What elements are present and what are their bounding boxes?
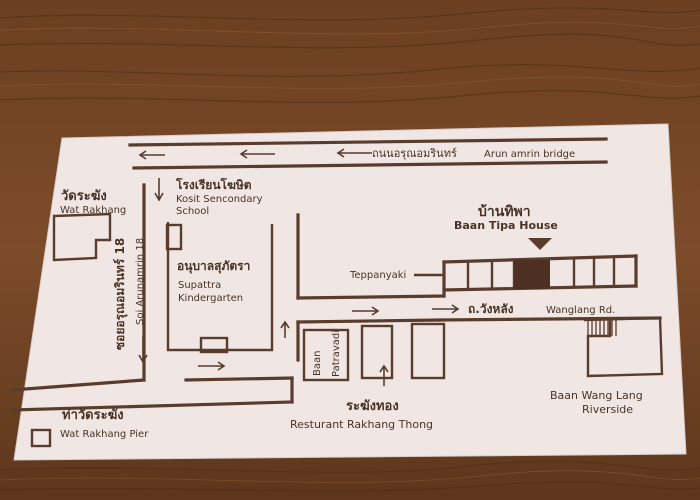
kindergarten-label-thai: อนุบาลสุภัตรา — [177, 259, 250, 274]
road-label-thai: ถ.วังหลัง — [468, 302, 514, 316]
shop-block — [410, 322, 446, 380]
riverside-hatch — [587, 320, 617, 336]
house-label-thai: บ้านทิพา — [478, 204, 531, 220]
pier-block — [30, 428, 52, 448]
soi-label-en: Soi Arunamrin 18 — [135, 238, 146, 325]
patravadi-label-2: Patravadi — [331, 330, 342, 377]
arrows-soi-down — [138, 178, 164, 364]
house-row — [442, 254, 638, 298]
bridge-label-en: Arun amrin bridge — [484, 149, 575, 160]
kindergarten-label-en-2: Kindergarten — [178, 293, 243, 304]
house-pointer — [528, 238, 552, 250]
bridge-label-thai: ถนนอรุณอมรินทร์ — [372, 147, 457, 160]
school-label-en-1: Kosit Sencondary — [176, 194, 263, 205]
kindergarten-label-en-1: Supattra — [178, 280, 221, 291]
arrows-top-road — [138, 148, 372, 160]
restaurant-block — [360, 324, 394, 380]
baan-tipa-house-block — [514, 260, 550, 289]
wat-rakhang-block — [52, 212, 112, 262]
arrows-wanglang-rd — [352, 304, 460, 316]
kindergarten-outline — [166, 222, 274, 352]
card-paper — [13, 123, 687, 461]
arrows-lower-road — [198, 320, 290, 371]
house-label-en: Baan Tipa House — [454, 219, 558, 232]
pier-label-en: Wat Rakhang Pier — [60, 429, 149, 440]
school-label-thai: โรงเรียนโฆษิต — [175, 177, 252, 192]
teppanyaki-label: Teppanyaki — [349, 270, 406, 281]
patravadi-block — [302, 328, 350, 382]
pier-label-thai: ท่าวัดระฆัง — [62, 408, 124, 423]
soi-label-thai: ซอยอรุณอมรินทร์ 18 — [113, 238, 128, 350]
restaurant-label-en: Resturant Rakhang Thong — [290, 418, 433, 431]
wanglang-label-1: Baan Wang Lang — [550, 389, 643, 402]
temple-label-en: Wat Rakhang — [60, 205, 126, 216]
kindergarten-block — [199, 336, 229, 354]
wanglang-label-2: Riverside — [582, 403, 633, 416]
school-label-en-2: School — [176, 206, 209, 217]
road-label-en: Wanglang Rd. — [546, 305, 615, 316]
temple-label-thai: วัดระฆัง — [61, 189, 107, 204]
patravadi-label-1: Baan — [312, 351, 323, 376]
restaurant-label-thai: ระฆังทอง — [346, 399, 399, 414]
wanglang-riverside-block — [583, 316, 664, 378]
restaurant-pointer-arrow — [379, 364, 389, 386]
